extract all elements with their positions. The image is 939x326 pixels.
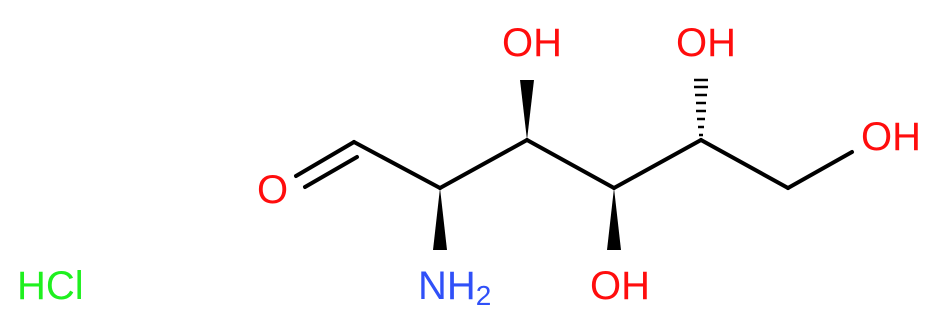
hydroxyl-c6-label: OH: [861, 115, 921, 159]
hydrochloride-label: HCl: [17, 264, 84, 308]
bond-c1-o-inner: [303, 155, 359, 189]
wedge-bond-c2-n: [433, 188, 447, 250]
bond-c1-c2: [352, 140, 442, 190]
hashed-bond-c5-o: [694, 78, 708, 137]
bond-c3-c4: [525, 138, 616, 190]
bond-c5-c6: [699, 138, 790, 190]
amine-subscript: 2: [476, 280, 492, 311]
amine-n-label: NH: [418, 264, 476, 308]
hydroxyl-c4-label: OH: [590, 264, 650, 308]
bond-c1-o-outer: [294, 140, 356, 178]
bond-c4-c5: [612, 138, 703, 190]
amine-label: NH2: [418, 264, 491, 311]
bond-c6-o: [786, 150, 854, 190]
wedge-bond-c4-o: [607, 188, 621, 250]
hydroxyl-c3-label: OH: [502, 21, 562, 65]
aldehyde-oxygen-label: O: [257, 168, 288, 212]
skeleton-bonds: [294, 138, 854, 190]
wedge-bond-c3-o: [520, 80, 534, 140]
hydroxyl-c5-label: OH: [676, 21, 736, 65]
bond-c2-c3: [438, 138, 529, 190]
